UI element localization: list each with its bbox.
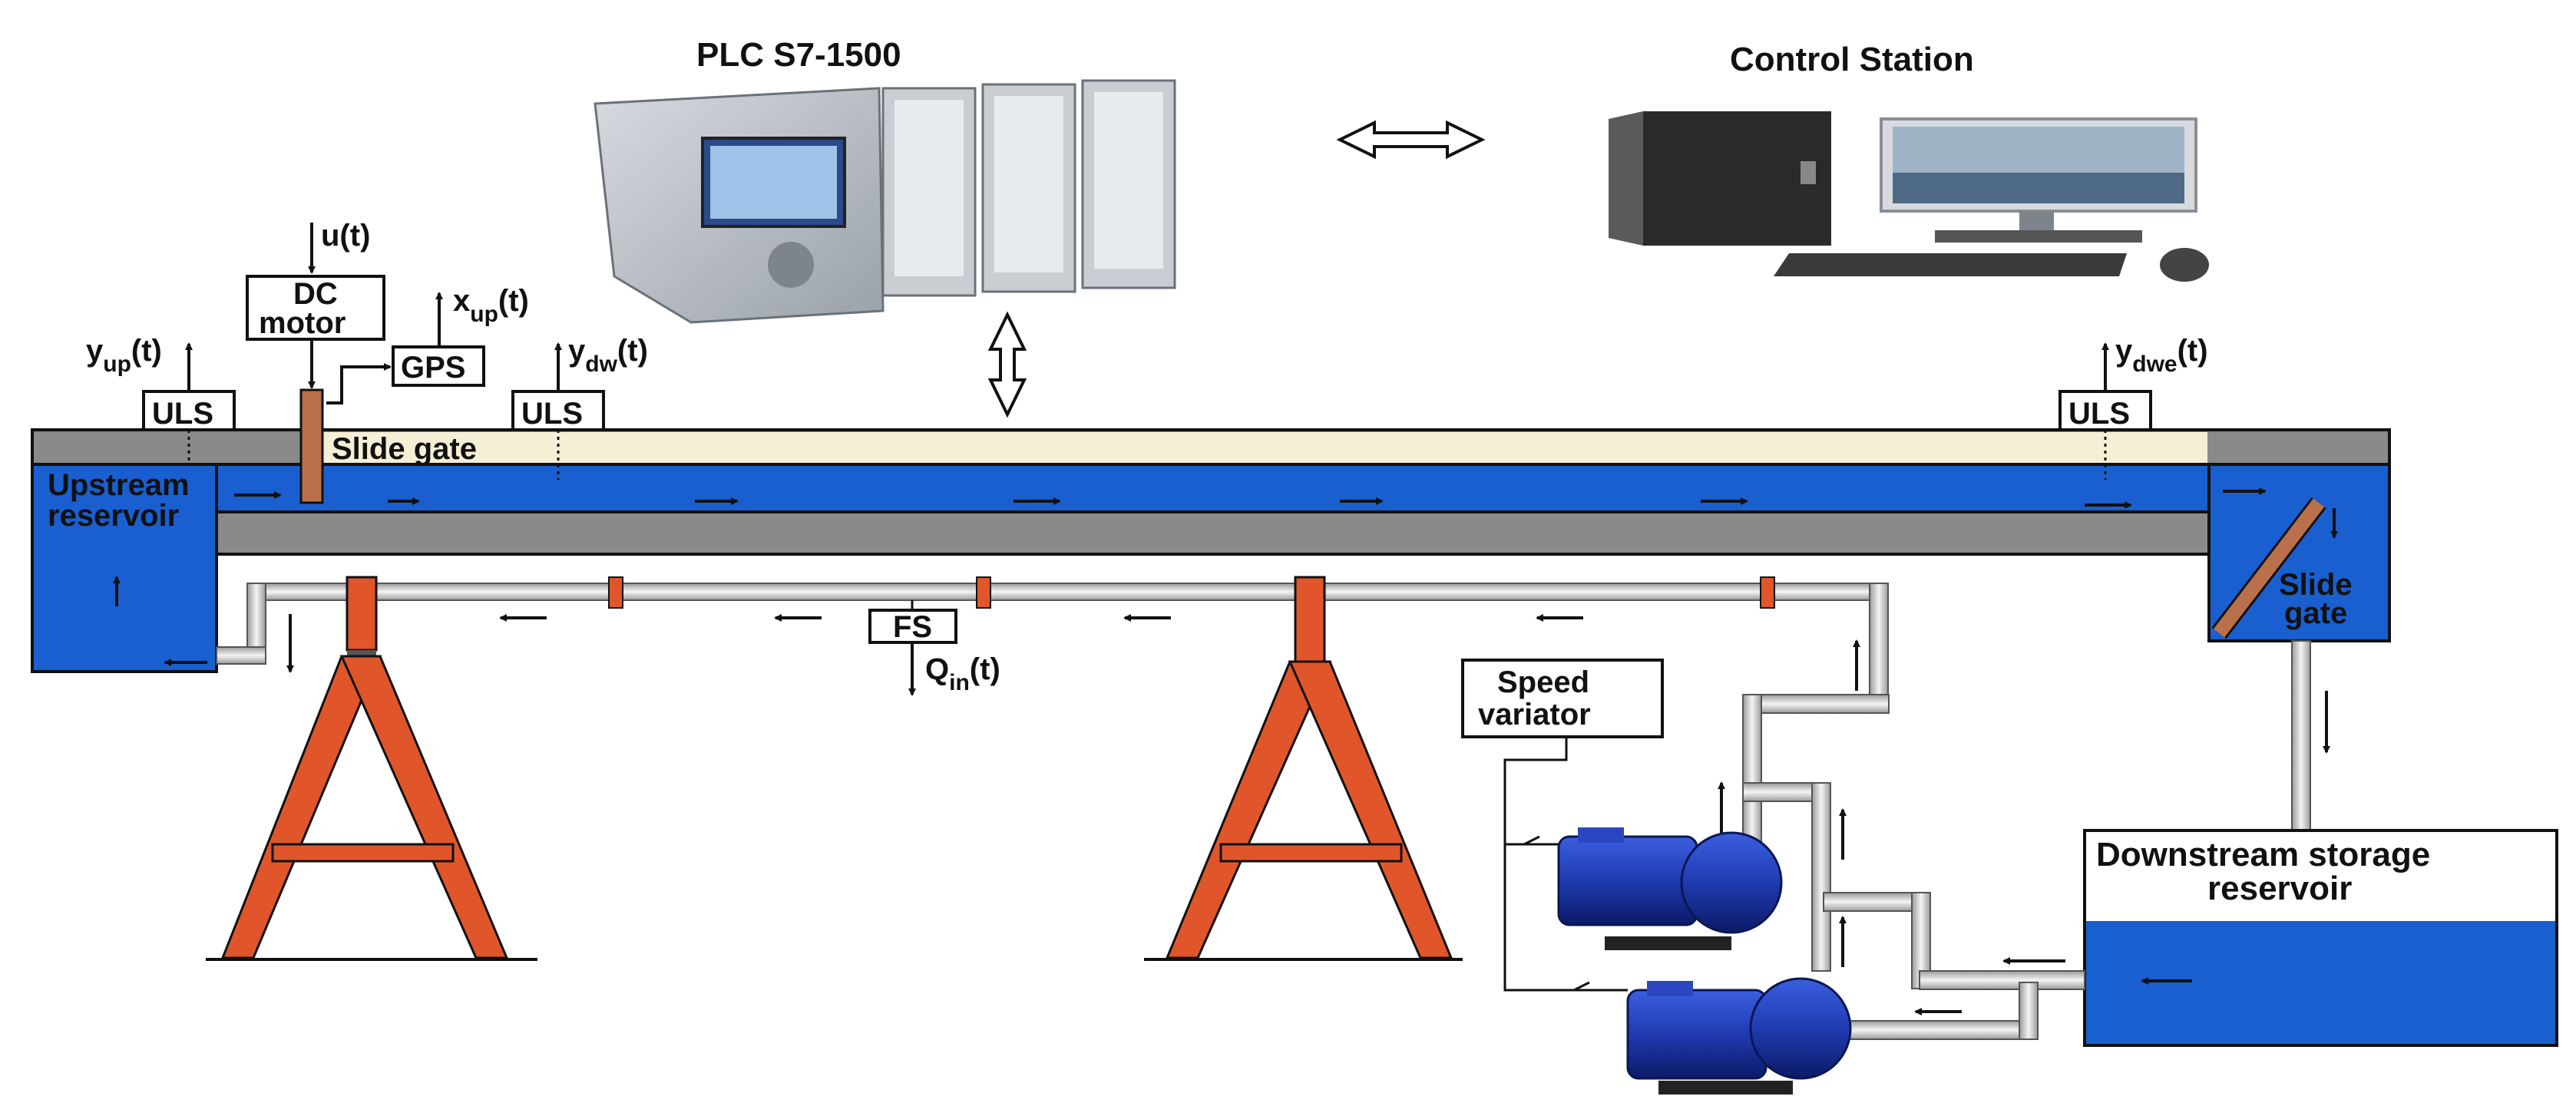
plc-label: PLC S7-1500 xyxy=(696,36,901,74)
uls-label-1: ULS xyxy=(152,397,213,431)
support-frame-2 xyxy=(1144,576,1463,961)
plc-station-link-icon xyxy=(1336,120,1486,160)
pipe-flow-arrows xyxy=(164,614,1860,691)
channel-flow-arrows xyxy=(234,487,2338,539)
signal-ydwe: ydwe(t) xyxy=(2115,334,2208,377)
dc-motor xyxy=(246,223,385,389)
speed-variator-label-1: Speed xyxy=(1497,665,1589,699)
upstream-reservoir-label-2: reservoir xyxy=(48,499,179,533)
gps-label: GPS xyxy=(401,351,465,385)
upstream-slide-gate[interactable] xyxy=(299,388,324,504)
uls-sensor-3 xyxy=(2058,342,2152,480)
downstream-storage-reservoir xyxy=(2083,640,2558,1047)
signal-u: u(t) xyxy=(321,219,370,253)
uls-sensor-1 xyxy=(142,342,236,461)
dc-motor-label-2: motor xyxy=(259,306,346,340)
pump-piping xyxy=(1742,694,2085,1040)
signal-yup: yup(t) xyxy=(86,334,162,377)
uls-label-3: ULS xyxy=(2068,397,2130,431)
channel xyxy=(31,428,2391,556)
signal-xup: xup(t) xyxy=(453,284,529,327)
mouse-icon xyxy=(2160,248,2209,282)
upstream-reservoir xyxy=(31,463,218,673)
monitor-icon xyxy=(1880,117,2197,243)
keyboard-icon xyxy=(1774,253,2127,276)
flow-sensor xyxy=(868,600,957,696)
downstream-gate-chamber xyxy=(2207,463,2391,642)
uls-label-2: ULS xyxy=(521,397,583,431)
computer-tower-icon xyxy=(1609,111,1831,246)
fs-label: FS xyxy=(893,610,932,644)
support-frame-1 xyxy=(206,576,537,961)
gps-sensor xyxy=(326,292,485,404)
pump-flow-arrows xyxy=(1718,781,2192,1015)
speed-variator xyxy=(1461,659,1664,992)
dc-motor-label-1: DC xyxy=(293,277,338,311)
pump-2-icon xyxy=(1626,977,1852,1095)
downstream-label-1: Downstream storage xyxy=(2096,836,2430,873)
signal-ydw: ydw(t) xyxy=(568,334,648,377)
plc-unit-icon xyxy=(594,79,1176,324)
slide-gate-right-label-2: gate xyxy=(2284,596,2347,630)
downstream-label-2: reservoir xyxy=(2207,870,2352,907)
speed-variator-label-2: variator xyxy=(1478,698,1591,731)
control-station-label: Control Station xyxy=(1730,41,1974,78)
slide-gate-right-label-1: Slide xyxy=(2279,568,2353,602)
pump-1-icon xyxy=(1557,827,1783,950)
plc-channel-link-icon xyxy=(987,311,1027,418)
signal-q: Qin(t) xyxy=(925,652,1000,695)
uls-sensor-2 xyxy=(511,342,605,480)
upstream-reservoir-label-1: Upstream xyxy=(48,468,190,502)
slide-gate-label: Slide gate xyxy=(332,432,477,466)
